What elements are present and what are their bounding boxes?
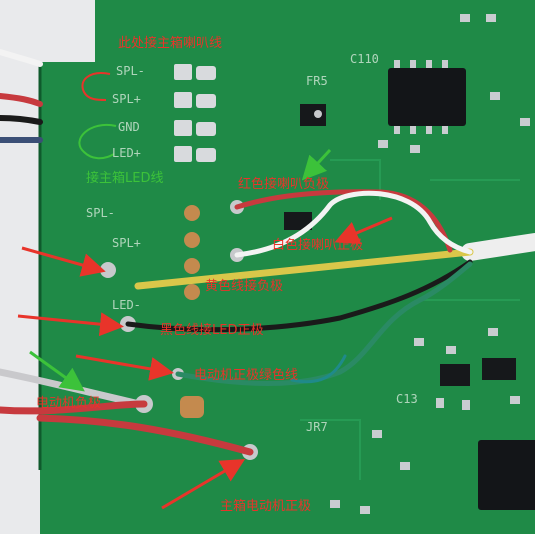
silk-led-plus-top: LED+ [112,146,141,160]
ic-chip-bottom [478,440,535,510]
silk-jr7: JR7 [306,420,328,434]
silk-gnd: GND [118,120,140,134]
silk-spl-minus-top: SPL- [116,64,145,78]
label-motor-positive-green: 电动机正极绿色线 [194,368,299,383]
silk-spl-plus-top: SPL+ [112,92,141,106]
label-main-motor-positive: 主箱电动机正极 [220,499,312,514]
label-main-led-line: 接主箱LED线 [86,171,164,186]
ic-chip-top [388,68,466,126]
label-motor-negative: 电动机负极 [36,396,102,411]
label-white-to-speaker-positive: 白色接喇叭正极 [272,238,364,253]
label-yellow-to-negative: 黄色线接负极 [205,279,284,294]
silk-fr5: FR5 [306,74,328,88]
speaker-bracket [81,72,111,101]
led-bracket [78,123,117,160]
silk-spl-minus-mid: SPL- [86,206,115,220]
label-black-to-led-positive: 黑色线接LED正极 [160,323,264,338]
silk-spl-plus-mid: SPL+ [112,236,141,250]
silk-led-minus-mid: LED- [112,298,141,312]
label-speaker-line: 此处接主箱喇叭线 [118,36,223,51]
silk-c13: C13 [396,392,418,406]
label-red-to-speaker-negative: 红色接喇叭负极 [238,177,330,192]
silk-c110: C110 [350,52,379,66]
